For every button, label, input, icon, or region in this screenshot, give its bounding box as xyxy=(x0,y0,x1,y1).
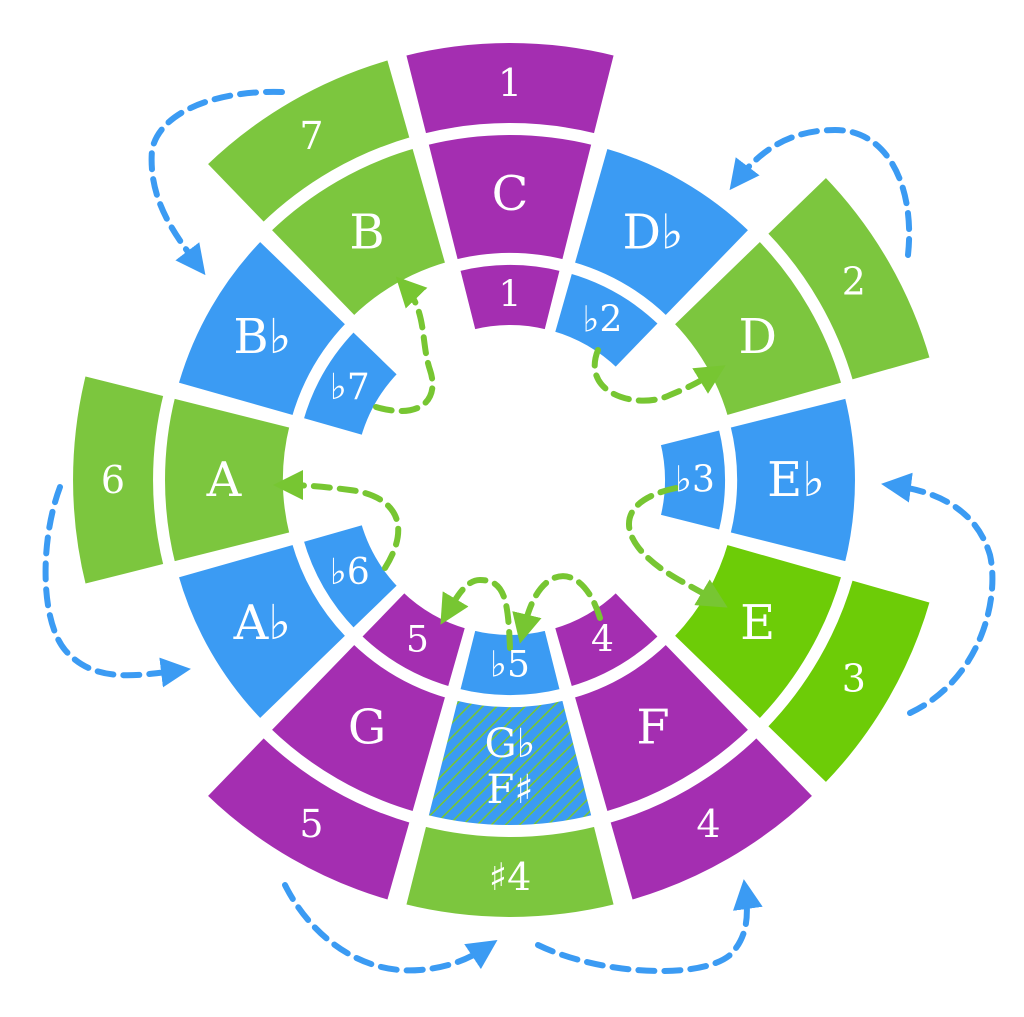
arrow-4-to-b5 xyxy=(512,573,603,644)
outer-degree-segment-e xyxy=(759,573,937,791)
inner-degree-segment-f xyxy=(547,584,666,694)
outer-degree-segment-a xyxy=(67,369,171,591)
note-segment-db xyxy=(567,141,757,324)
outer-degree-label-e: 3 xyxy=(842,657,866,701)
inner-degree-label-eb: ♭3 xyxy=(675,460,715,501)
arrow-3-to-eb xyxy=(881,472,996,716)
note-label-b: B xyxy=(349,204,384,260)
outer-degree-segment-b xyxy=(199,53,417,231)
note-label-db: D♭ xyxy=(622,204,683,260)
inner-degree-segment-db xyxy=(547,266,666,376)
inner-degree-label-bb: ♭7 xyxy=(330,367,370,408)
inner-degree-label-c: 1 xyxy=(499,275,522,316)
inner-degree-label-gb: ♭5 xyxy=(490,645,530,686)
outer-degree-segment-f xyxy=(603,729,821,907)
arrow-6-to-ab xyxy=(42,484,191,688)
note-segment-b xyxy=(263,141,453,324)
outer-degree-label-a: 6 xyxy=(101,458,125,502)
labels-layer: C D♭ D E♭ E F G♭F♯ G A♭ A B♭ B 1 2 3 4 ♯4 5 6 7 1 ♭2 ♭3 4 ♭5 5 ♭6 ♭… xyxy=(101,61,866,899)
outer-degree-label-b: 7 xyxy=(299,114,323,158)
note-label-bb: B♭ xyxy=(233,309,291,365)
inner-degree-segment-ab xyxy=(296,517,406,636)
note-label-eb: E♭ xyxy=(767,452,825,508)
arrow-b5-to-5 xyxy=(440,576,513,651)
inner-degree-label-f: 4 xyxy=(591,620,614,661)
note-label-ab: A♭ xyxy=(233,595,291,651)
inner-degree-segment-bb xyxy=(296,324,406,443)
arrows-layer xyxy=(42,88,996,974)
outer-degree-label-d: 2 xyxy=(842,260,866,304)
outer-degree-label-f: 4 xyxy=(696,802,720,846)
arrow-7-to-bb xyxy=(148,88,285,276)
note-segment-gb xyxy=(421,693,599,831)
note-label-e: E xyxy=(740,595,775,651)
arrow-b3-to-e xyxy=(626,485,728,608)
arrow-b2-to-d xyxy=(592,347,726,404)
outer-degree-label-gb: ♯4 xyxy=(489,855,532,899)
inner-degree-label-g: 5 xyxy=(406,620,429,661)
inner-degree-label-db: ♭2 xyxy=(583,299,623,340)
outer-degree-segment-g xyxy=(199,729,417,907)
inner-degree-segment-c xyxy=(453,259,567,337)
outer-degree-label-g: 5 xyxy=(299,802,323,846)
note-label-gb: G♭ xyxy=(485,721,536,767)
segments-layer xyxy=(67,37,937,923)
note-label-alt-gb: F♯ xyxy=(486,767,533,813)
note-segment-f xyxy=(567,636,757,819)
outer-degree-segment-c xyxy=(399,37,621,141)
note-segment-bb xyxy=(171,233,354,423)
outer-degree-segment-gb xyxy=(399,819,621,923)
note-label-g: G xyxy=(348,700,386,756)
arrow-sharp4-to-4 xyxy=(535,879,763,974)
note-label-a: A xyxy=(206,452,243,508)
outer-degree-label-c: 1 xyxy=(498,61,522,105)
note-label-c: C xyxy=(492,166,529,222)
note-segment-eb xyxy=(723,391,861,569)
note-segment-a xyxy=(159,391,297,569)
arrow-b7-to-b xyxy=(373,276,436,414)
inner-degree-segment-eb xyxy=(653,423,731,537)
note-label-d: D xyxy=(738,309,776,365)
note-segment-g xyxy=(263,636,453,819)
outer-degree-segment-d xyxy=(759,169,937,387)
inner-degree-label-ab: ♭6 xyxy=(330,552,370,593)
note-segment-c xyxy=(421,129,599,267)
note-label-f: F xyxy=(636,700,669,756)
note-segment-ab xyxy=(171,537,354,727)
arrow-b6-to-a xyxy=(273,470,402,571)
arrow-2-to-db xyxy=(729,126,913,258)
arrow-5-to-sharp4 xyxy=(282,882,498,974)
